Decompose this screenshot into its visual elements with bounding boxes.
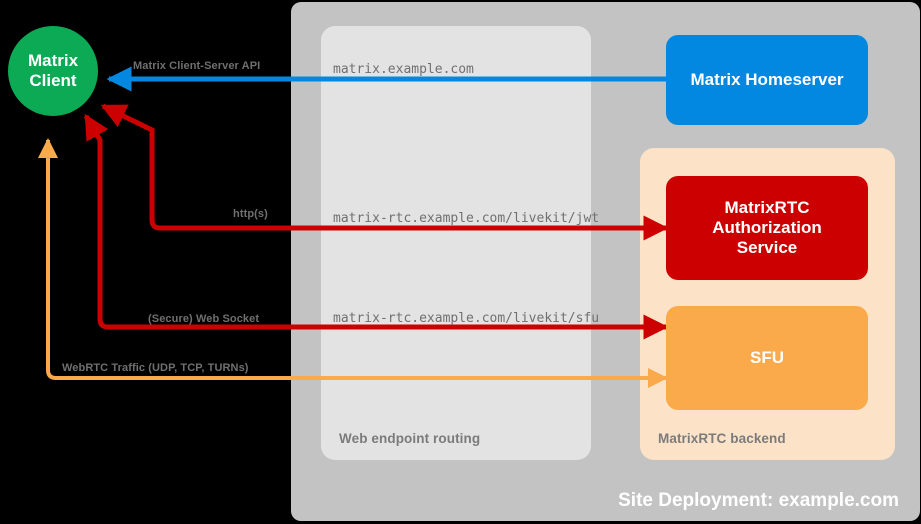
edge-label-matrix-client-server-api: Matrix Client-Server API bbox=[133, 60, 261, 72]
site-deployment-title: Site Deployment: example.com bbox=[618, 490, 899, 511]
node-matrix-client[interactable]: Matrix Client bbox=[8, 26, 98, 116]
node-matrix-client-line2: Client bbox=[29, 71, 77, 90]
node-matrix-client-line1: Matrix bbox=[27, 50, 79, 70]
node-auth-line3: Service bbox=[736, 238, 798, 258]
panel-label-matrixrtc-backend: MatrixRTC backend bbox=[658, 431, 786, 446]
url-label-matrix-example-com: matrix.example.com bbox=[333, 62, 474, 77]
node-auth-line2: Authorization bbox=[712, 217, 822, 237]
edge-label-secure-web-socket: (Secure) Web Socket bbox=[148, 313, 260, 325]
edge-label-webrtc-traffic: WebRTC Traffic (UDP, TCP, TURNs) bbox=[62, 362, 249, 374]
node-matrixrtc-authorization-service[interactable]: MatrixRTC Authorization Service bbox=[666, 176, 868, 280]
node-sfu-label: SFU bbox=[750, 347, 784, 367]
url-label-livekit-jwt: matrix-rtc.example.com/livekit/jwt bbox=[333, 211, 600, 226]
node-matrix-homeserver-label: Matrix Homeserver bbox=[690, 69, 844, 89]
node-auth-line1: MatrixRTC bbox=[724, 197, 810, 217]
node-matrix-homeserver[interactable]: Matrix Homeserver bbox=[666, 35, 868, 125]
node-sfu[interactable]: SFU bbox=[666, 306, 868, 410]
panel-label-web-endpoint-routing: Web endpoint routing bbox=[339, 431, 481, 446]
edge-label-https: http(s) bbox=[233, 208, 268, 220]
url-label-livekit-sfu: matrix-rtc.example.com/livekit/sfu bbox=[333, 311, 600, 326]
panel-web-endpoint-routing: Web endpoint routing bbox=[321, 26, 591, 460]
